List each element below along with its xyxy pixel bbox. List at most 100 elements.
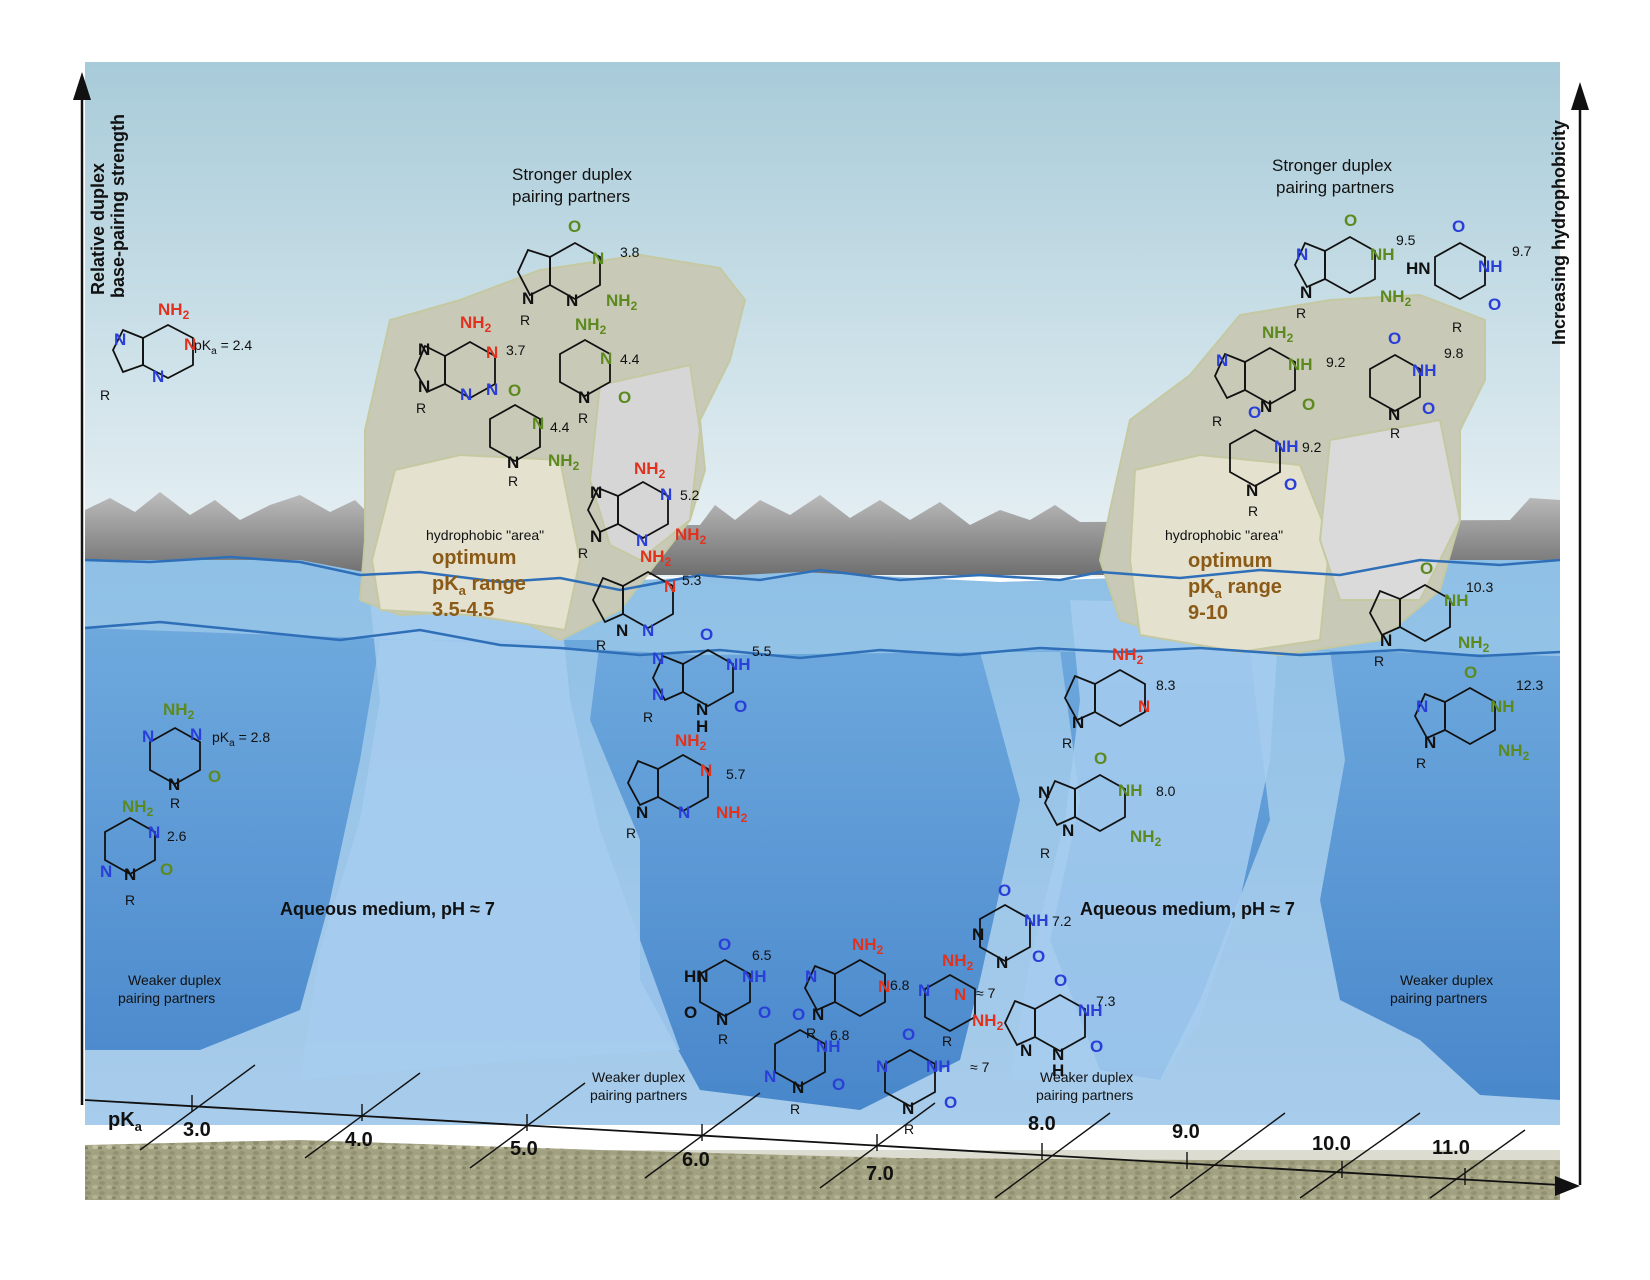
svg-text:N: N — [100, 862, 112, 881]
svg-text:N: N — [1424, 733, 1436, 752]
svg-text:R: R — [1248, 503, 1258, 519]
svg-text:NH: NH — [1118, 781, 1143, 800]
svg-text:5.2: 5.2 — [680, 487, 700, 503]
svg-text:9.5: 9.5 — [1396, 232, 1416, 248]
svg-text:O: O — [1452, 217, 1465, 236]
svg-text:N: N — [168, 775, 180, 794]
molecule-pka-8-0: O NH NH2 N N R 8.0 — [1038, 749, 1176, 861]
svg-text:R: R — [170, 795, 180, 811]
svg-text:N: N — [460, 385, 472, 404]
svg-text:R: R — [904, 1121, 914, 1137]
svg-text:N: N — [700, 761, 712, 780]
svg-text:HN: HN — [684, 967, 709, 986]
svg-text:O: O — [718, 935, 731, 954]
svg-text:N: N — [805, 967, 817, 986]
svg-text:N: N — [1052, 1045, 1064, 1064]
svg-text:O: O — [568, 217, 581, 236]
svg-text:N: N — [1020, 1041, 1032, 1060]
svg-text:R: R — [806, 1025, 816, 1041]
svg-text:≈ 7: ≈ 7 — [976, 985, 996, 1001]
svg-text:N: N — [1062, 821, 1074, 840]
molecule-pka-6-8-b: O NH O N N R 6.8 — [764, 1005, 850, 1117]
svg-text:N: N — [590, 483, 602, 502]
hydrophobic-right: hydrophobic "area" — [1165, 527, 1283, 543]
svg-text:O: O — [792, 1005, 805, 1024]
svg-text:pKa = 2.8: pKa = 2.8 — [212, 729, 270, 749]
svg-text:O: O — [1054, 971, 1067, 990]
molecule-pka-12-3: O NH NH2 N N R 12.3 — [1413, 663, 1543, 771]
svg-text:N: N — [566, 291, 578, 310]
svg-text:O: O — [1422, 399, 1435, 418]
molecule-pka-7-b: O NH O N N R ≈ 7 — [876, 1025, 990, 1137]
svg-text:O: O — [734, 697, 747, 716]
tick-6: 6.0 — [682, 1149, 710, 1171]
stronger-left-line1: Stronger duplex — [512, 165, 633, 184]
svg-text:N: N — [600, 349, 612, 368]
svg-text:NH2: NH2 — [1458, 633, 1490, 655]
ground-shade — [85, 1150, 1560, 1200]
svg-text:NH2: NH2 — [1498, 741, 1530, 763]
tick-11: 11.0 — [1432, 1137, 1470, 1159]
svg-text:N: N — [636, 803, 648, 822]
svg-text:O: O — [160, 860, 173, 879]
stronger-right-line1: Stronger duplex — [1272, 156, 1393, 175]
svg-text:R: R — [578, 545, 588, 561]
svg-text:N: N — [996, 953, 1008, 972]
svg-text:R: R — [1452, 319, 1462, 335]
molecule-pka-3-7: NH2 N N N N N R 3.7 — [414, 313, 526, 416]
y-axis-left-arrow — [73, 72, 91, 100]
svg-text:6.8: 6.8 — [890, 977, 910, 993]
svg-text:O: O — [1032, 947, 1045, 966]
y-right-title: Increasing hydrophobicity — [1549, 120, 1569, 345]
svg-text:N: N — [642, 621, 654, 640]
svg-text:NH: NH — [1490, 697, 1515, 716]
svg-text:6.5: 6.5 — [752, 947, 772, 963]
svg-text:O: O — [1420, 559, 1433, 578]
svg-text:5.3: 5.3 — [682, 572, 702, 588]
svg-text:NH: NH — [1478, 257, 1503, 276]
svg-text:12.3: 12.3 — [1516, 677, 1543, 693]
svg-text:NH2: NH2 — [460, 313, 492, 335]
molecule-pka-5-7: NH2 N N N NH2 R 5.7 — [626, 731, 748, 841]
svg-text:R: R — [718, 1031, 728, 1047]
svg-text:NH: NH — [742, 967, 767, 986]
svg-text:NH2: NH2 — [163, 700, 195, 722]
svg-text:N: N — [954, 985, 966, 1004]
svg-text:NH2: NH2 — [1130, 827, 1162, 849]
svg-text:O: O — [1344, 211, 1357, 230]
svg-text:NH2: NH2 — [606, 291, 638, 313]
svg-text:N: N — [578, 388, 590, 407]
svg-text:pKa = 2.4: pKa = 2.4 — [194, 337, 252, 357]
svg-text:N: N — [616, 621, 628, 640]
svg-text:N: N — [1260, 397, 1272, 416]
svg-text:7.3: 7.3 — [1096, 993, 1116, 1009]
molecule-pka-8-3: NH2 N N R 8.3 — [1062, 645, 1176, 751]
aqueous-right: Aqueous medium, pH ≈ 7 — [1080, 899, 1295, 919]
svg-text:9.2: 9.2 — [1326, 354, 1346, 370]
svg-text:R: R — [100, 387, 110, 403]
svg-text:NH2: NH2 — [852, 935, 884, 957]
svg-text:9.8: 9.8 — [1444, 345, 1464, 361]
molecule-pka-6-8-a: NH2 N N N R 6.8 — [803, 935, 910, 1041]
svg-text:9.7: 9.7 — [1512, 243, 1532, 259]
svg-text:NH: NH — [1078, 1001, 1103, 1020]
svg-text:5.5: 5.5 — [752, 643, 772, 659]
wave-line-upper — [84, 555, 1561, 592]
svg-text:N: N — [876, 1057, 888, 1076]
svg-text:3.7: 3.7 — [506, 342, 526, 358]
island-left-front — [370, 453, 582, 632]
y-axis-right-arrow — [1571, 82, 1589, 110]
y-left-title-1: Relative duplex — [88, 163, 108, 295]
x-axis-arrow — [1555, 1176, 1580, 1196]
svg-text:N: N — [696, 700, 708, 719]
svg-text:NH2: NH2 — [640, 547, 672, 569]
svg-text:O: O — [1464, 663, 1477, 682]
tick-3: 3.0 — [183, 1119, 211, 1141]
svg-text:3.8: 3.8 — [620, 244, 640, 260]
svg-text:R: R — [1390, 425, 1400, 441]
molecule-pka-2-4: NH2 N N N R pKa = 2.4 — [100, 300, 252, 403]
svg-text:NH: NH — [1412, 361, 1437, 380]
island-right-front — [1128, 453, 1332, 654]
svg-text:O: O — [700, 625, 713, 644]
svg-text:O: O — [1302, 395, 1315, 414]
